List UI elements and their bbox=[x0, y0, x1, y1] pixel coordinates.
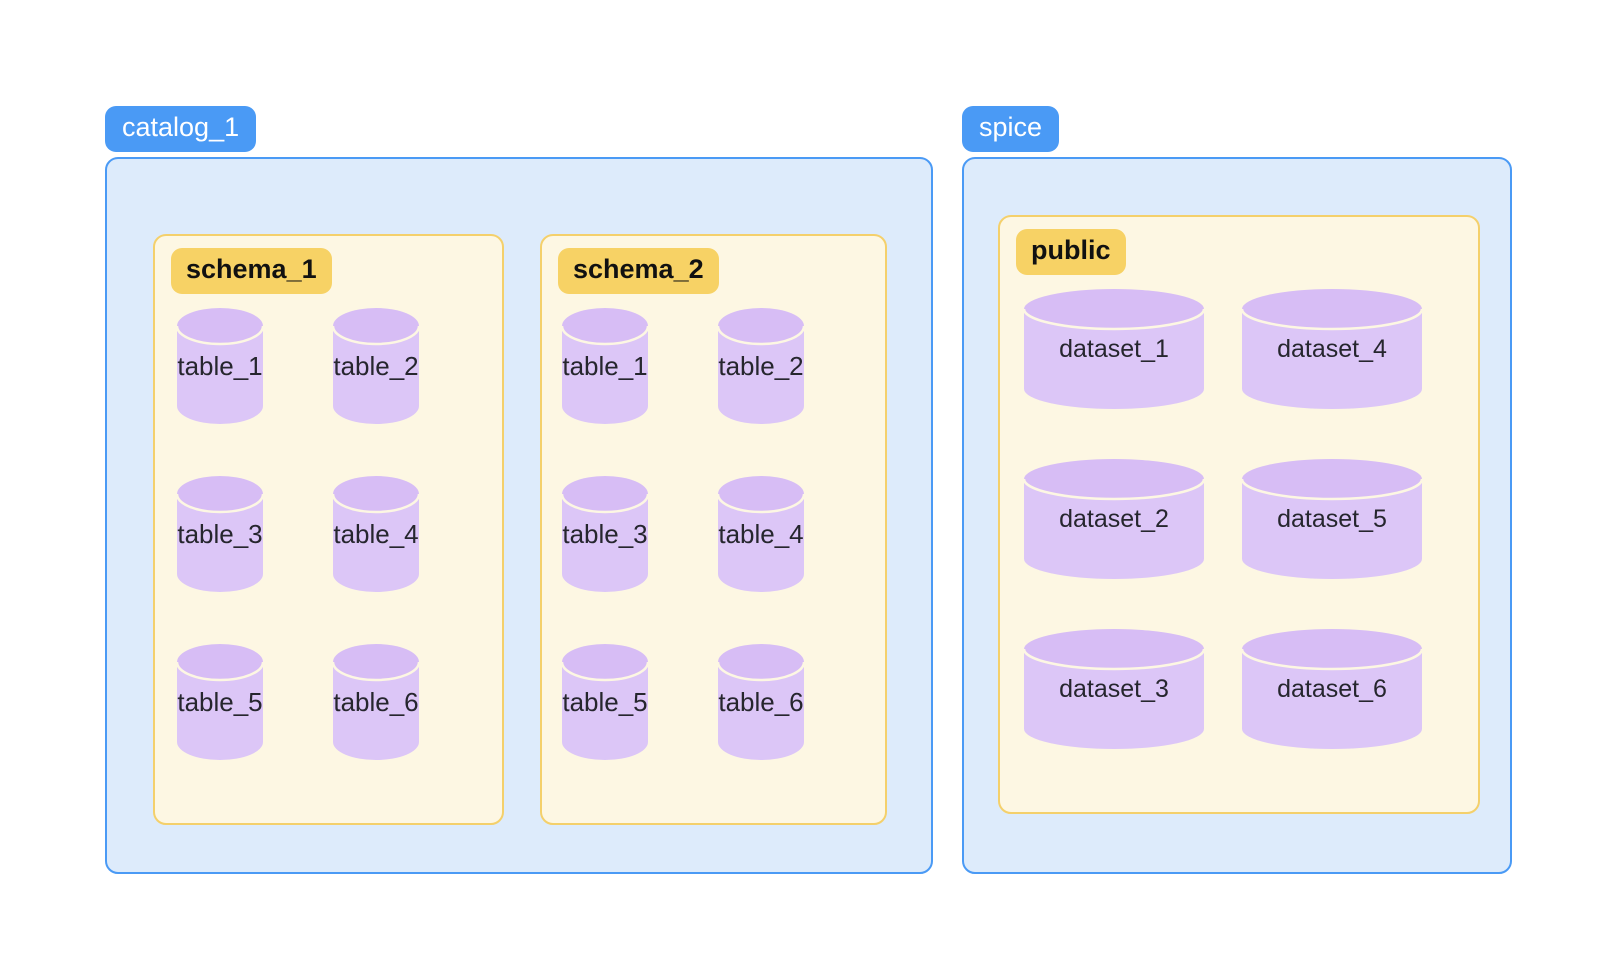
table-cylinder[interactable]: table_6 bbox=[333, 644, 419, 760]
database-cylinder-icon bbox=[718, 476, 804, 592]
database-cylinder-icon bbox=[562, 308, 648, 424]
table-cylinder[interactable]: table_4 bbox=[333, 476, 419, 592]
dataset-cylinder[interactable]: dataset_3 bbox=[1024, 629, 1204, 749]
table-cylinder[interactable]: table_3 bbox=[177, 476, 263, 592]
table-cylinder[interactable]: table_5 bbox=[562, 644, 648, 760]
dataset-cylinder[interactable]: dataset_1 bbox=[1024, 289, 1204, 409]
cylinder-grid-schema_2: table_1 table_2 bbox=[562, 308, 869, 808]
table-cylinder[interactable]: table_2 bbox=[333, 308, 419, 424]
dataset-cylinder[interactable]: dataset_2 bbox=[1024, 459, 1204, 579]
schema-box-public: public dataset_1 bbox=[998, 215, 1480, 814]
catalog-group-spice: spice public dataset_1 bbox=[962, 106, 1512, 874]
database-cylinder-icon bbox=[1024, 629, 1204, 749]
database-cylinder-icon bbox=[177, 476, 263, 592]
table-cylinder[interactable]: table_5 bbox=[177, 644, 263, 760]
database-cylinder-icon bbox=[177, 644, 263, 760]
dataset-cylinder[interactable]: dataset_4 bbox=[1242, 289, 1422, 409]
database-cylinder-icon bbox=[1242, 459, 1422, 579]
schema-badge-public[interactable]: public bbox=[1016, 229, 1126, 275]
database-cylinder-icon bbox=[562, 644, 648, 760]
database-cylinder-icon bbox=[1242, 289, 1422, 409]
database-cylinder-icon bbox=[562, 476, 648, 592]
catalog-panel-spice: public dataset_1 bbox=[962, 157, 1512, 874]
table-cylinder[interactable]: table_2 bbox=[718, 308, 804, 424]
cylinder-grid-public: dataset_1 dataset_4 bbox=[1024, 289, 1444, 799]
table-cylinder[interactable]: table_3 bbox=[562, 476, 648, 592]
cylinder-grid-schema_1: table_1 table_2 bbox=[177, 308, 484, 808]
schema-box-schema_2: schema_2 table_1 bbox=[540, 234, 887, 825]
schema-box-schema_1: schema_1 table_1 bbox=[153, 234, 504, 825]
catalog-panel-catalog_1: schema_1 table_1 bbox=[105, 157, 933, 874]
database-cylinder-icon bbox=[333, 644, 419, 760]
table-cylinder[interactable]: table_6 bbox=[718, 644, 804, 760]
database-cylinder-icon bbox=[333, 476, 419, 592]
table-cylinder[interactable]: table_1 bbox=[177, 308, 263, 424]
database-cylinder-icon bbox=[1242, 629, 1422, 749]
catalog-badge-spice[interactable]: spice bbox=[962, 106, 1060, 152]
dataset-cylinder[interactable]: dataset_5 bbox=[1242, 459, 1422, 579]
dataset-cylinder[interactable]: dataset_6 bbox=[1242, 629, 1422, 749]
table-cylinder[interactable]: table_1 bbox=[562, 308, 648, 424]
schema-badge-schema_2[interactable]: schema_2 bbox=[558, 248, 719, 294]
catalog-group-catalog_1: catalog_1 schema_1 table_1 bbox=[105, 106, 933, 874]
database-cylinder-icon bbox=[333, 308, 419, 424]
database-cylinder-icon bbox=[718, 644, 804, 760]
database-cylinder-icon bbox=[1024, 289, 1204, 409]
database-cylinder-icon bbox=[177, 308, 263, 424]
database-cylinder-icon bbox=[1024, 459, 1204, 579]
database-cylinder-icon bbox=[718, 308, 804, 424]
catalog-badge-catalog_1[interactable]: catalog_1 bbox=[105, 106, 257, 152]
table-cylinder[interactable]: table_4 bbox=[718, 476, 804, 592]
schema-badge-schema_1[interactable]: schema_1 bbox=[171, 248, 332, 294]
